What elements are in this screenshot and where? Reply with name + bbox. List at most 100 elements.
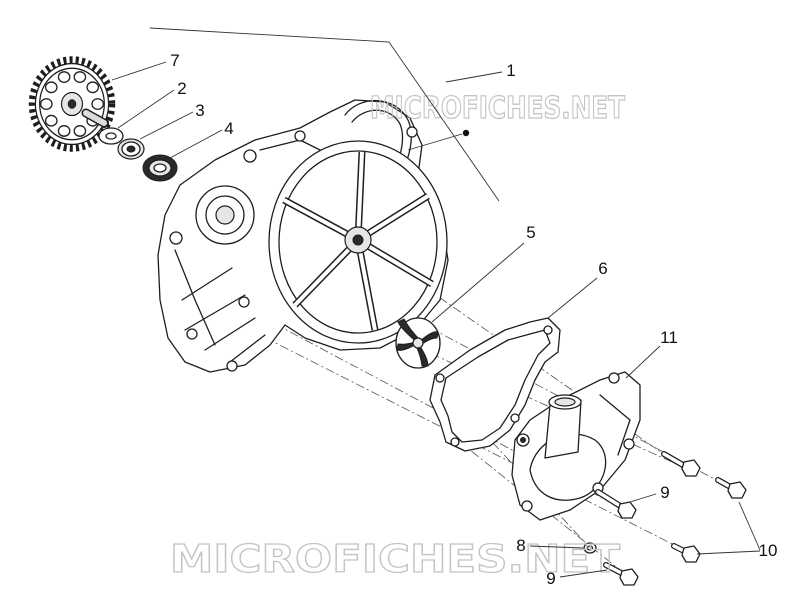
cover-bolt-boss — [406, 126, 418, 138]
callout-7: 7 — [170, 51, 179, 70]
cover-rib — [229, 334, 266, 363]
leader-4 — [169, 129, 223, 159]
cover-crank-bore — [215, 205, 235, 225]
gasket-part — [429, 317, 561, 452]
callout-3: 3 — [195, 101, 204, 120]
washer-outer — [98, 127, 124, 145]
bolt-10-upper — [715, 477, 747, 499]
cover-stator-rim — [278, 150, 438, 334]
bolt-head — [681, 459, 701, 477]
bolt-9-middle — [595, 489, 637, 519]
washer-hole — [105, 132, 117, 140]
spoke — [283, 198, 359, 242]
spoke — [356, 238, 434, 286]
pump-cover-boss — [608, 372, 620, 384]
leader-1 — [445, 71, 503, 83]
cover-rib — [174, 249, 216, 346]
leader-8 — [529, 545, 584, 549]
watermark-top: MICROFICHES.NET — [370, 91, 625, 126]
bolt-head — [617, 501, 637, 519]
cover-hub-center — [352, 234, 364, 246]
cover-rib — [184, 294, 246, 331]
pump-outlet-bore — [554, 397, 576, 407]
bolt-head — [619, 568, 639, 586]
washer-part — [98, 127, 124, 145]
gear-hole — [91, 98, 104, 110]
gear-shaft-front-fill — [83, 110, 107, 126]
gasket-hole — [543, 325, 553, 335]
callout-6: 6 — [598, 259, 607, 278]
leader-10-a — [738, 501, 761, 551]
leader-11 — [625, 345, 661, 379]
impeller-blade — [415, 342, 429, 367]
cover-bolt-boss — [294, 130, 306, 142]
leader-3 — [139, 111, 194, 140]
cover-top-hose — [344, 99, 412, 173]
impeller-part — [395, 317, 441, 369]
gear-hole — [73, 71, 87, 83]
cover-bolt-boss — [243, 149, 257, 163]
leader-9-upper — [629, 493, 657, 503]
leader-dot — [407, 133, 463, 151]
callout-9-lower: 9 — [546, 569, 555, 588]
axis-line — [444, 429, 631, 579]
bolt-head — [681, 545, 701, 563]
axis-line — [229, 299, 626, 511]
gasket-outline — [429, 317, 561, 452]
pump-cover-boss — [623, 438, 635, 450]
bolt-9-lower — [603, 562, 639, 586]
gear-hole — [40, 98, 53, 110]
cover-bolt-boss — [238, 296, 250, 308]
fasteners — [583, 451, 747, 586]
leader-lines — [111, 27, 761, 578]
oil-seal-part — [142, 154, 178, 182]
cover-rib — [181, 267, 233, 301]
seal-bore — [153, 163, 167, 173]
spoke — [356, 151, 364, 241]
callout-2: 2 — [177, 79, 186, 98]
reference-dot — [462, 129, 470, 137]
callout-labels: 7 2 3 4 1 5 6 11 9 8 10 9 — [170, 51, 777, 588]
callout-11: 11 — [660, 328, 678, 347]
gear-hole — [57, 125, 71, 137]
cover-crank-boss-ring — [205, 195, 245, 235]
leader-6 — [547, 277, 598, 319]
washer-ring — [583, 542, 597, 554]
bearing-bore — [126, 145, 136, 153]
gear-hole — [44, 114, 58, 127]
gear-teeth — [28, 56, 116, 152]
callout-10: 10 — [759, 541, 778, 560]
washer-ring-hole — [586, 545, 594, 551]
water-pump-cover-part — [511, 371, 641, 521]
cover-bolt-boss — [169, 231, 183, 245]
bolt-9-upper — [661, 451, 701, 477]
gear-hole — [57, 71, 71, 83]
cover-spokes — [282, 151, 434, 331]
callout-8: 8 — [516, 536, 525, 555]
leader-5 — [431, 242, 525, 323]
engine-cover-part — [157, 99, 449, 373]
spoke — [356, 194, 430, 242]
leader-9-lower — [559, 569, 608, 578]
pump-cover-boss-hole — [520, 437, 526, 443]
callout-5: 5 — [526, 223, 535, 242]
cover-bolt-boss — [186, 328, 198, 340]
bearing-part — [117, 138, 145, 160]
gear-hole — [44, 81, 58, 94]
impeller-hub — [412, 337, 424, 349]
pump-cover-rib — [599, 394, 631, 456]
cover-bolt-boss — [226, 360, 238, 372]
washer-8 — [583, 542, 597, 554]
gear-hub-center — [67, 99, 77, 109]
gasket-hole — [435, 373, 445, 383]
callout-1: 1 — [506, 61, 515, 80]
leader-cover-outline — [149, 27, 500, 202]
spoke — [356, 239, 377, 331]
gasket-inner-edge — [440, 329, 551, 443]
leader-7 — [111, 61, 167, 81]
gasket-hole — [510, 413, 520, 423]
pump-cover-boss — [521, 500, 533, 512]
gear-hole — [73, 125, 87, 137]
bolt-head — [727, 481, 747, 499]
